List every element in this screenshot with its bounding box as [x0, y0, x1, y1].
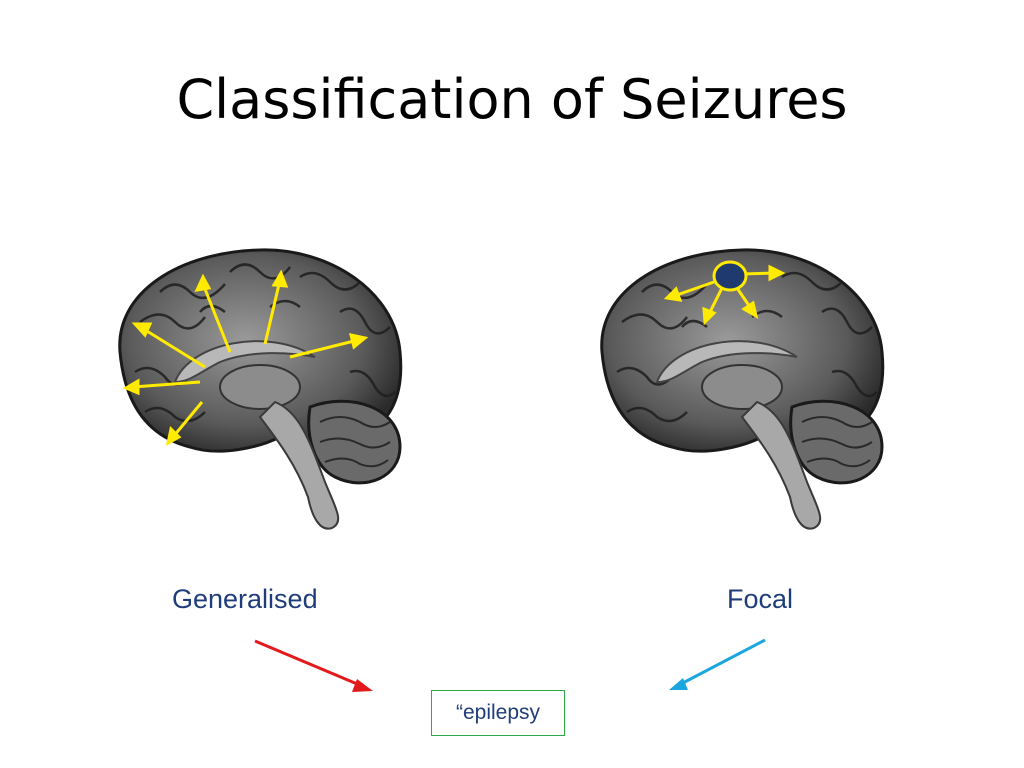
focal-arrow-head — [669, 678, 688, 690]
epilepsy-box: “epilepsy — [431, 690, 565, 736]
focal-label: Focal — [727, 584, 794, 614]
focal-spread-arrows — [663, 264, 786, 326]
generalised-arrow — [254, 639, 363, 688]
brain-focal-image — [600, 248, 885, 530]
brain-generalised-image — [118, 248, 403, 530]
epilepsy-text: “epilepsy — [455, 701, 541, 724]
slide-title: Classification of Seizures — [176, 68, 848, 131]
focal-arrow — [678, 638, 766, 687]
spread-arrows — [122, 269, 369, 446]
generalised-arrow-head — [352, 679, 373, 692]
seizure-focus — [712, 260, 748, 292]
generalised-label: Generalised — [172, 584, 318, 614]
